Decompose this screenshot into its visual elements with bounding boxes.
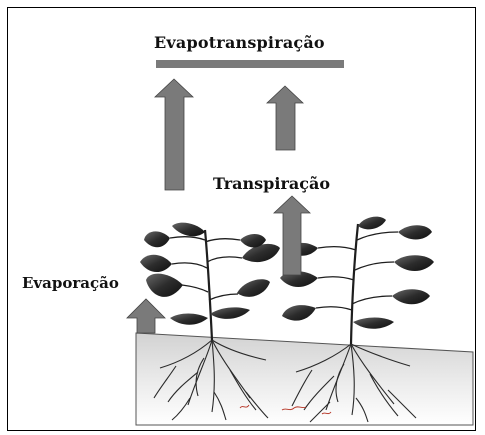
evaporation-label: Evaporação [22, 274, 119, 292]
evapotranspiration-arrow-large [155, 79, 193, 190]
leaf [353, 318, 394, 329]
transpiration-arrow [274, 196, 310, 275]
leaf [394, 255, 434, 271]
evapotranspiration-bar [156, 60, 344, 68]
stem-left [205, 230, 212, 340]
plant-right [280, 217, 434, 344]
plant-left [140, 223, 280, 340]
leaf [140, 255, 172, 272]
evaporation-arrow [127, 299, 165, 333]
soil-block [136, 333, 473, 425]
leaf [242, 244, 280, 262]
leaf [282, 305, 316, 320]
leaf [210, 307, 250, 319]
leaf [172, 223, 205, 237]
leaf [392, 289, 430, 304]
leaf [170, 314, 208, 325]
stem-right [351, 224, 358, 344]
leaf [237, 279, 270, 297]
leaf [398, 225, 432, 239]
transpiration-label: Transpiração [213, 174, 330, 193]
leaf [144, 231, 170, 247]
leaf [146, 274, 183, 297]
leaf [358, 217, 386, 230]
evapotranspiration-arrow-small [267, 86, 303, 150]
evapotranspiration-label: Evapotranspiração [154, 33, 325, 52]
